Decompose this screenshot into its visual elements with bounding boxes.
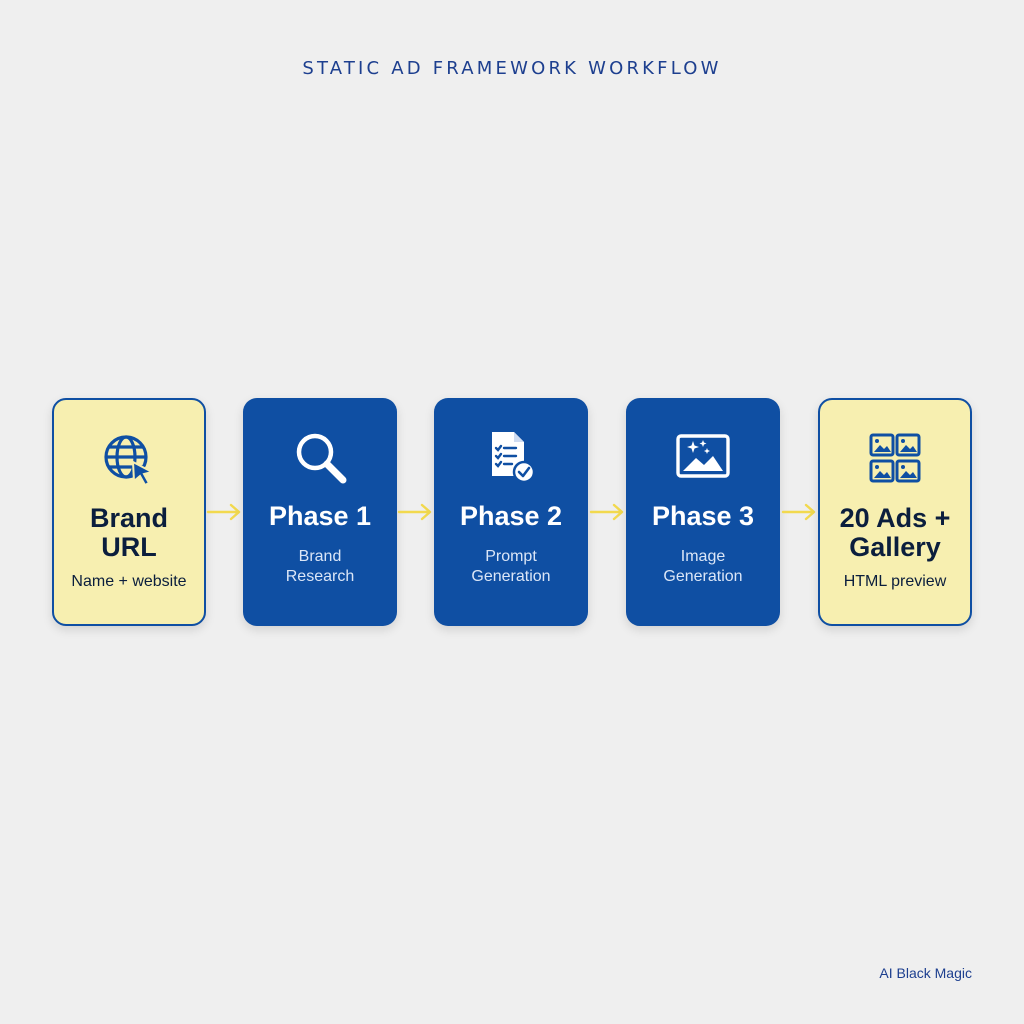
step-phase-2-card: Phase 2 Prompt Generation: [434, 398, 588, 626]
step-subtitle: HTML preview: [843, 573, 947, 590]
step-title: Phase 3: [651, 501, 755, 531]
step-output-card: 20 Ads + Gallery HTML preview: [818, 398, 972, 626]
step-subtitle: Name + website: [71, 573, 187, 590]
step-title: 20 Ads + Gallery: [839, 503, 951, 562]
step-phase-3-card: Phase 3 Image Generation: [626, 398, 780, 626]
step-title: Phase 1: [268, 501, 372, 531]
image-sparkle-icon: [674, 428, 732, 486]
step-title: Brand URL: [89, 503, 168, 562]
checklist-document-icon: [482, 428, 540, 486]
magnifier-icon: [291, 428, 349, 486]
flow-arrow: [589, 502, 625, 522]
diagram-title: STATIC AD FRAMEWORK WORKFLOW: [302, 58, 722, 79]
step-subtitle: Brand Research: [285, 548, 355, 585]
step-subtitle: Image Generation: [663, 548, 743, 585]
flow-arrow: [206, 502, 242, 522]
brand-watermark: AI Black Magic: [879, 965, 972, 981]
globe-cursor-icon: [100, 430, 158, 488]
flow-arrow: [781, 502, 817, 522]
step-subtitle: Prompt Generation: [471, 548, 551, 585]
image-grid-icon: [866, 430, 924, 488]
step-title: Phase 2: [459, 501, 563, 531]
step-phase-1-card: Phase 1 Brand Research: [243, 398, 397, 626]
step-brand-url-card: Brand URL Name + website: [52, 398, 206, 626]
flow-arrow: [397, 502, 433, 522]
